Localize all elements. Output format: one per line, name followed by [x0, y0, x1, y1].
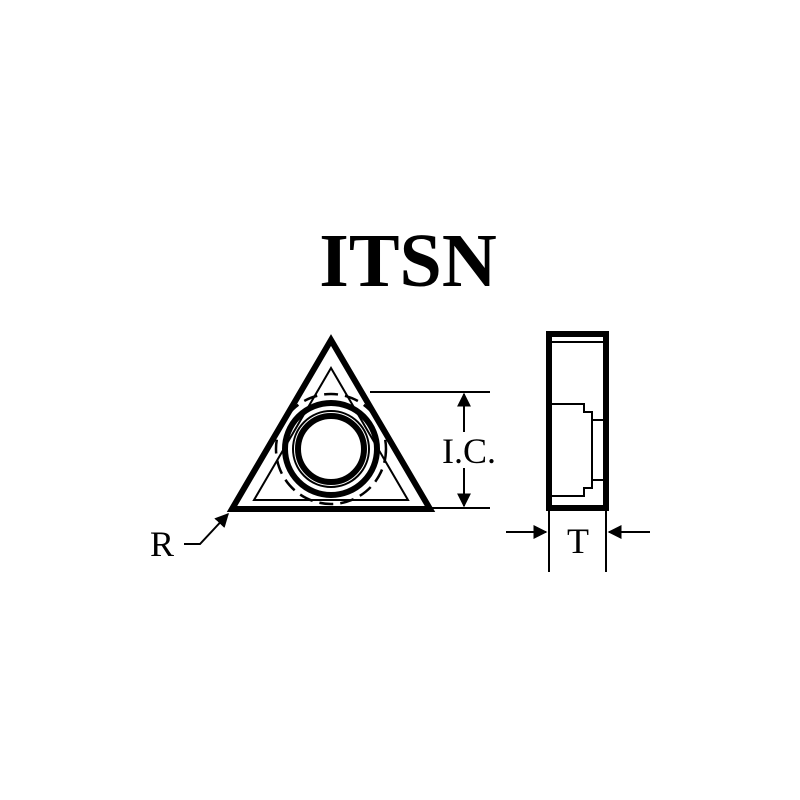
radius-label: R: [150, 524, 174, 564]
counterbore-profile-bottom: [549, 479, 606, 497]
radius-leader: [184, 512, 229, 545]
center-hole: [295, 413, 367, 485]
insert-side-view: [546, 331, 609, 511]
ic-label: I.C.: [442, 431, 496, 471]
thickness-dimension: T: [506, 508, 650, 572]
counterbore-profile-top: [549, 403, 606, 421]
radius-callout: R: [150, 512, 229, 564]
diagram-title: ITSN: [319, 219, 496, 303]
counterbore-ring: [282, 400, 380, 498]
inner-edge: [252, 366, 410, 501]
ring-inner-edge: [292, 410, 370, 488]
ic-dimension: I.C.: [370, 391, 496, 509]
triangle-insert-top-view: [226, 334, 436, 512]
thickness-label: T: [567, 521, 589, 561]
chip-breaker-dashed-circle: [274, 392, 388, 506]
